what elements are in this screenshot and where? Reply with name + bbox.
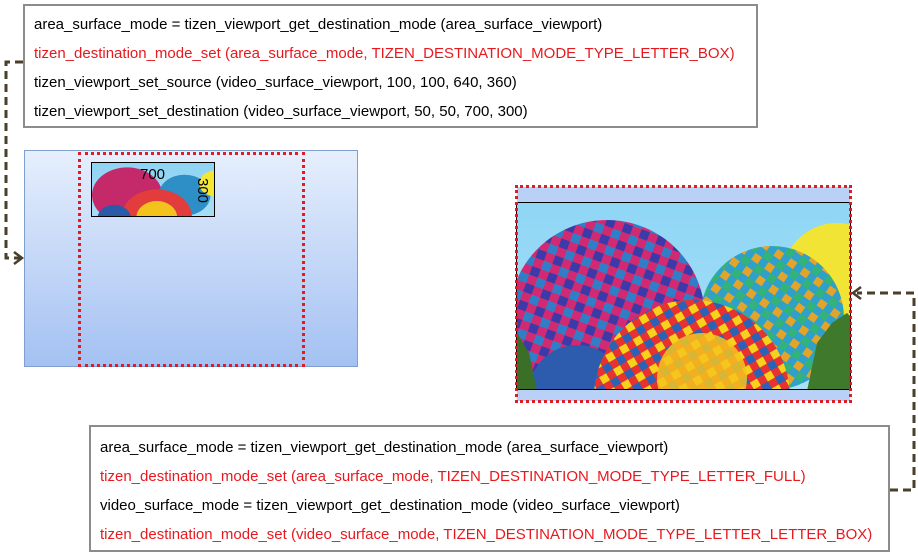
- arrow-top-to-left: [4, 60, 23, 260]
- hot-air-balloons-image: [92, 163, 214, 216]
- code-line-1: area_surface_mode = tizen_viewport_get_d…: [100, 439, 669, 456]
- code-line-1: area_surface_mode = tizen_viewport_get_d…: [34, 16, 603, 33]
- destination-rect-right: [515, 185, 852, 403]
- top-code-box: area_surface_mode = tizen_viewport_get_d…: [23, 4, 758, 128]
- bottom-code-box: area_surface_mode = tizen_viewport_get_d…: [89, 425, 890, 552]
- arrow-bottom-to-right: [857, 291, 916, 492]
- video-frame-large: [516, 202, 851, 390]
- code-line-3: video_surface_mode = tizen_viewport_get_…: [100, 497, 680, 514]
- arrowhead-right: [850, 286, 862, 300]
- hot-air-balloons-image: [517, 203, 850, 389]
- arrowhead-left: [13, 251, 25, 265]
- code-line-4: tizen_viewport_set_destination (video_su…: [34, 103, 528, 120]
- code-line-2-highlight: tizen_destination_mode_set (area_surface…: [100, 468, 806, 485]
- width-label: 700: [140, 166, 166, 183]
- code-line-4-highlight: tizen_destination_mode_set (video_surfac…: [100, 526, 873, 543]
- code-line-3: tizen_viewport_set_source (video_surface…: [34, 74, 517, 91]
- video-thumbnail-small: [91, 162, 215, 217]
- destination-rect-left: [78, 152, 305, 367]
- code-line-2-highlight: tizen_destination_mode_set (area_surface…: [34, 45, 735, 62]
